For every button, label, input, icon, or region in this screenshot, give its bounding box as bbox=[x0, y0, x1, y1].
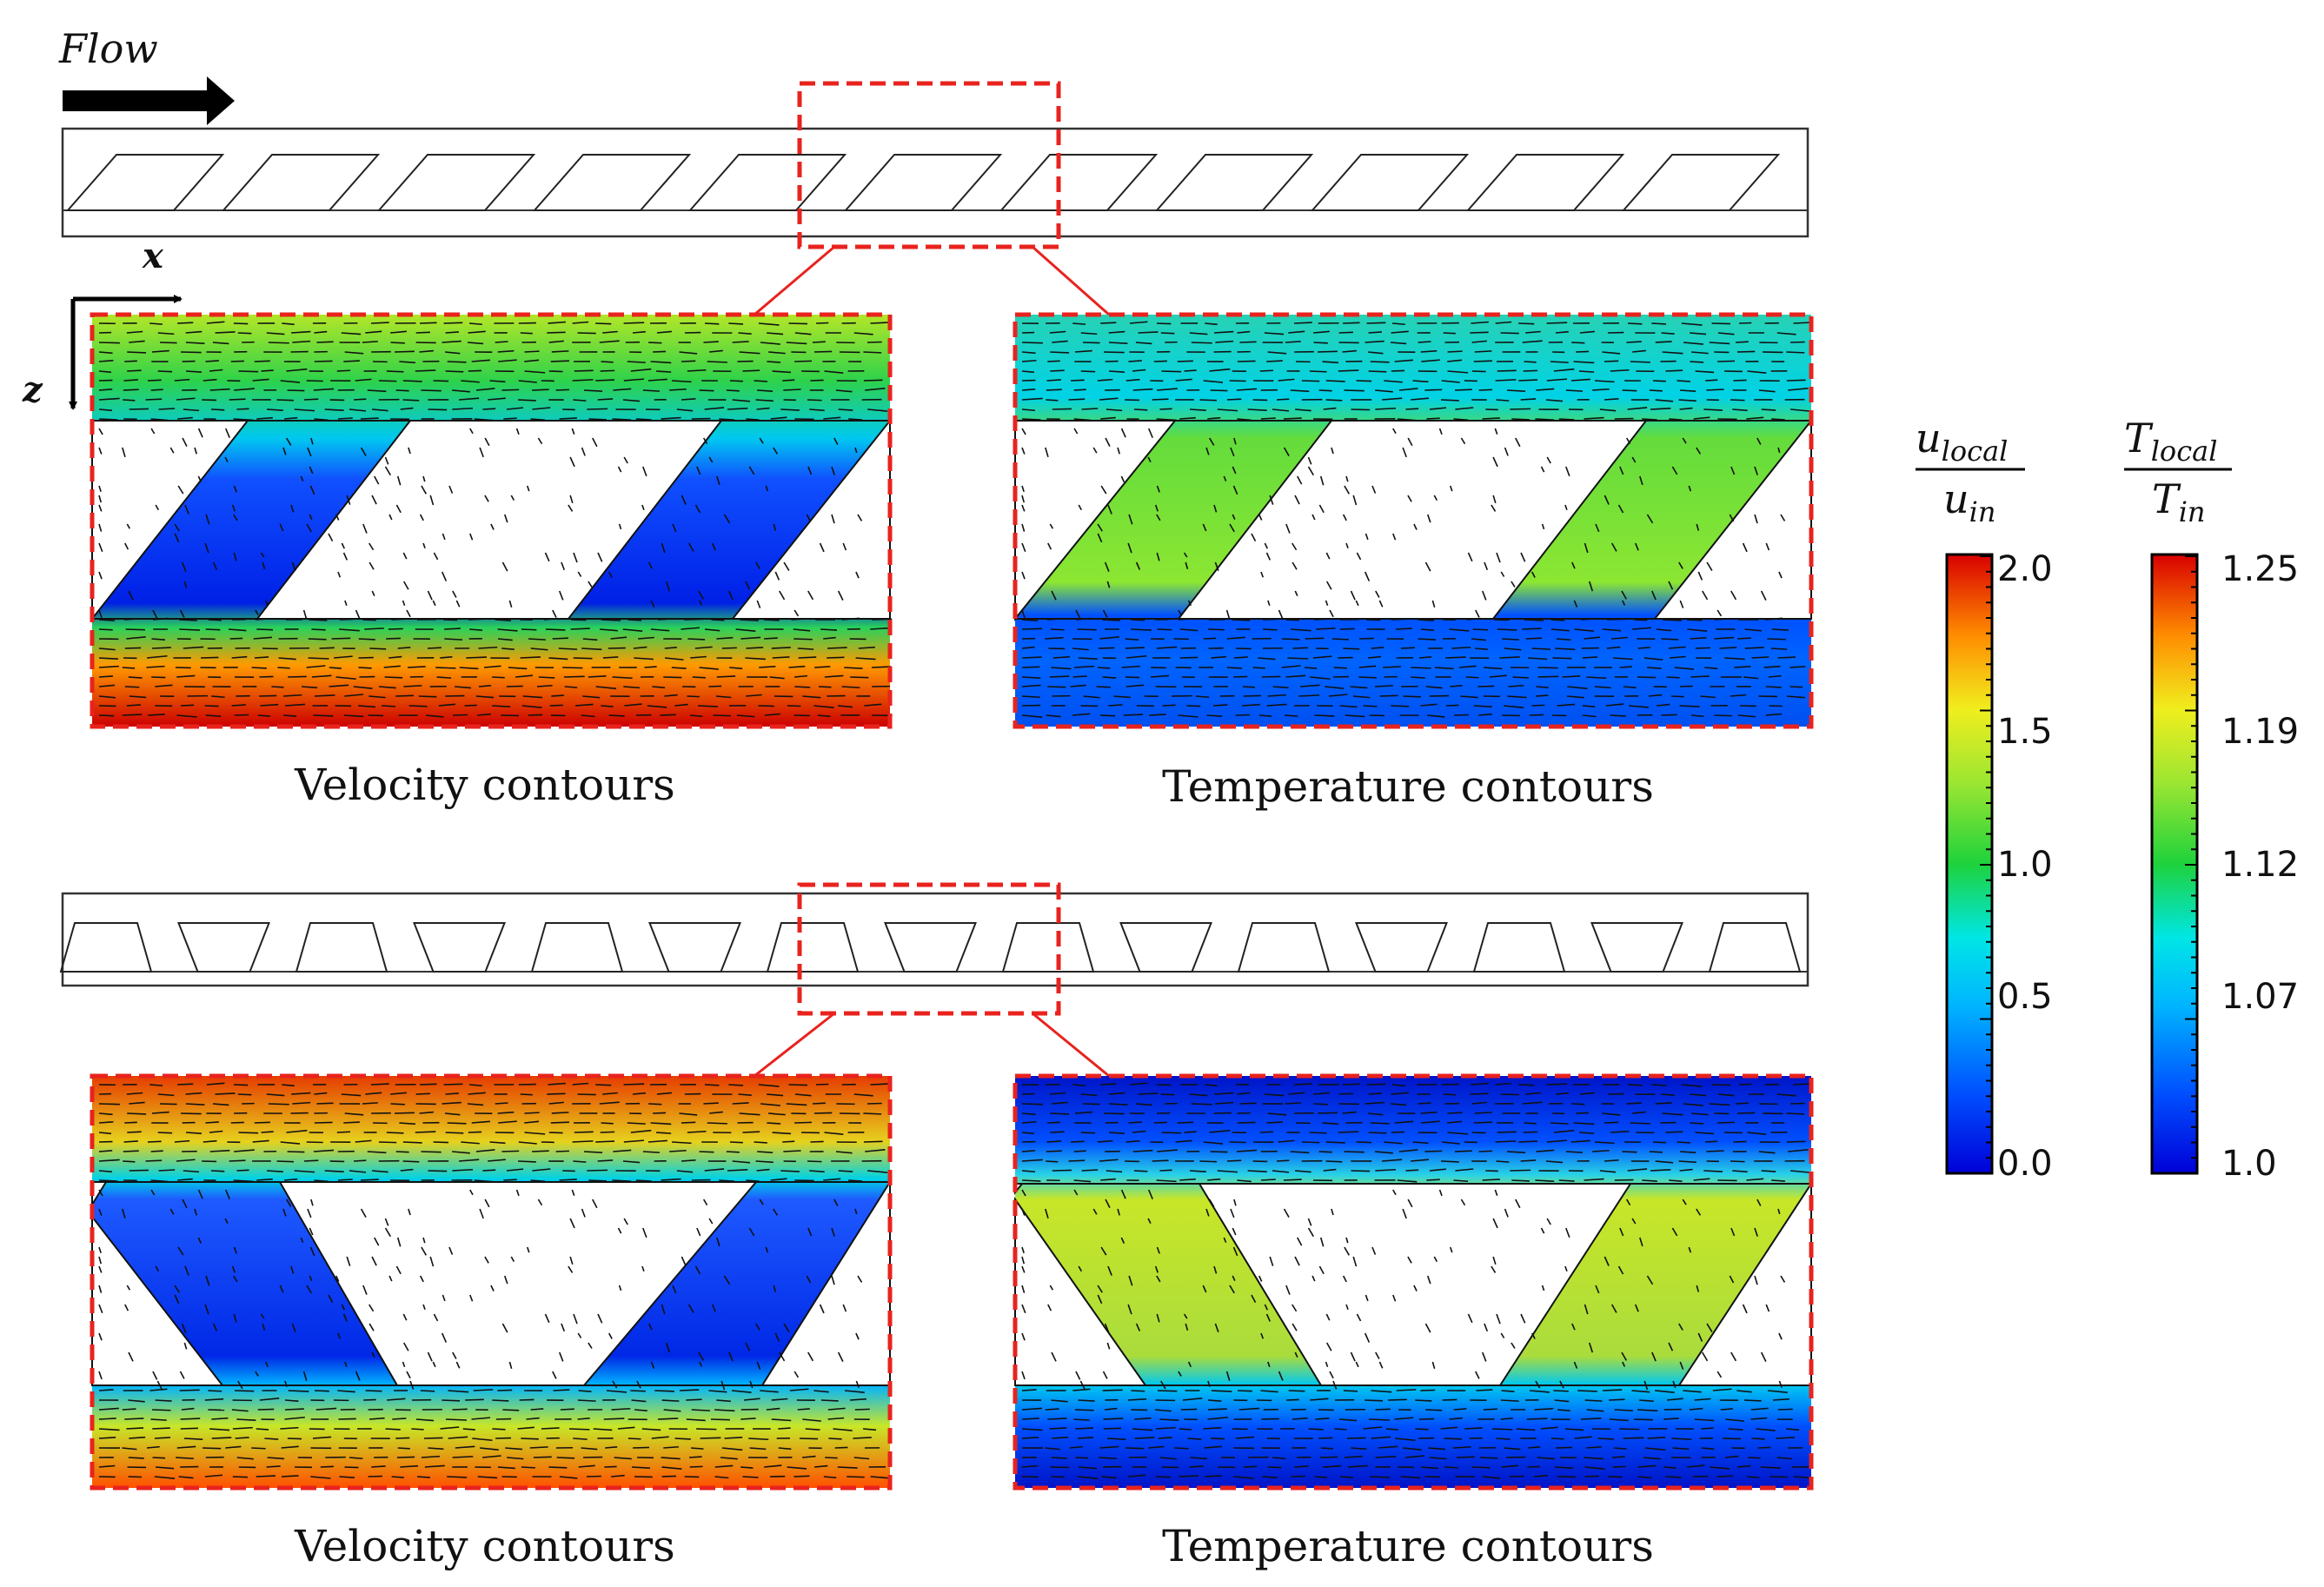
colorbar-temperature: Tlocal Tin 1.25 1.19 1.12 1.07 1.0 bbox=[2124, 415, 2299, 1184]
strip-parallelogram bbox=[999, 154, 1159, 211]
caption-velocity-bottom: Velocity contours bbox=[294, 1521, 675, 1571]
z-axis-label: z bbox=[22, 369, 43, 410]
caption-temperature-top: Temperature contours bbox=[1162, 761, 1654, 812]
temperature-tick-4: 1.0 bbox=[2221, 1144, 2277, 1184]
temperature-tick-0: 1.25 bbox=[2221, 549, 2299, 589]
panel-frame bbox=[90, 1073, 893, 1491]
strip-trapezoid bbox=[1472, 922, 1566, 973]
strip-trapezoid bbox=[177, 922, 270, 973]
strip-top bbox=[61, 81, 1809, 316]
strip-trapezoid bbox=[59, 922, 153, 973]
strip-parallelogram bbox=[687, 154, 847, 211]
temperature-contour-panel-top bbox=[1013, 312, 1814, 729]
velocity-label-numerator: ulocal bbox=[1916, 415, 2008, 468]
strip-parallelogram bbox=[221, 154, 381, 211]
zoom-box-bottom bbox=[797, 882, 1061, 1016]
temperature-label-numerator: Tlocal bbox=[2124, 415, 2217, 468]
x-axis-label: x bbox=[142, 236, 164, 276]
caption-temperature-bottom: Temperature contours bbox=[1162, 1521, 1654, 1571]
strip-parallelogram bbox=[376, 154, 536, 211]
velocity-tick-2: 1.0 bbox=[1997, 845, 2053, 885]
strip-parallelogram bbox=[65, 154, 225, 211]
velocity-tick-0: 2.0 bbox=[1997, 549, 2053, 589]
temperature-tick-2: 1.12 bbox=[2221, 845, 2299, 885]
strip-parallelogram bbox=[532, 154, 692, 211]
strip-parallelogram bbox=[843, 154, 1003, 211]
strip-trapezoid bbox=[530, 922, 624, 973]
axis-indicator: x z bbox=[22, 236, 183, 410]
temperature-contour-panel-bottom bbox=[1013, 1073, 1814, 1491]
colorbar-velocity: ulocal uin 2.0 1.5 1.0 0.5 0.0 bbox=[1916, 415, 2053, 1184]
strip-bottom bbox=[59, 882, 1809, 1078]
strip-trapezoid bbox=[648, 922, 741, 973]
temperature-tick-3: 1.07 bbox=[2221, 977, 2299, 1017]
velocity-tick-1: 1.5 bbox=[1997, 712, 2053, 752]
strip-trapezoid bbox=[1355, 922, 1448, 973]
velocity-vectors bbox=[98, 1082, 889, 1479]
strip-trapezoid bbox=[766, 922, 860, 973]
velocity-contour-panel-top bbox=[90, 312, 893, 729]
velocity-contour-panel-bottom bbox=[90, 1073, 893, 1491]
strip-trapezoid bbox=[1119, 922, 1212, 973]
strip-trapezoid bbox=[1590, 922, 1683, 973]
velocity-vectors bbox=[1021, 1082, 1812, 1479]
velocity-label-denominator: uin bbox=[1943, 475, 1995, 528]
strip-trapezoid bbox=[1237, 922, 1331, 973]
flow-label: Flow bbox=[58, 25, 158, 72]
strip-trapezoid bbox=[884, 922, 977, 973]
strip-top-parallelograms bbox=[65, 154, 1781, 211]
strip-trapezoid bbox=[1708, 922, 1802, 973]
zoom-box-top bbox=[797, 81, 1061, 249]
strip-trapezoid bbox=[413, 922, 506, 973]
temperature-tick-1: 1.19 bbox=[2221, 712, 2299, 752]
velocity-tick-3: 0.5 bbox=[1997, 977, 2053, 1017]
strip-parallelogram bbox=[1465, 154, 1625, 211]
strip-trapezoid bbox=[1001, 922, 1095, 973]
strip-parallelogram bbox=[1154, 154, 1314, 211]
velocity-vectors bbox=[98, 321, 893, 718]
strip-trapezoid bbox=[295, 922, 388, 973]
caption-velocity-top: Velocity contours bbox=[294, 760, 675, 810]
velocity-tick-4: 0.0 bbox=[1997, 1144, 2053, 1184]
flow-arrow-icon bbox=[63, 76, 235, 125]
strip-parallelogram bbox=[1621, 154, 1781, 211]
panel-frame bbox=[1013, 312, 1814, 729]
panel-frame bbox=[1013, 1073, 1814, 1491]
temperature-label-denominator: Tin bbox=[2152, 475, 2206, 528]
strip-parallelogram bbox=[1310, 154, 1470, 211]
panel-frame bbox=[90, 312, 893, 729]
strip-bottom-trapezoids bbox=[59, 922, 1802, 973]
